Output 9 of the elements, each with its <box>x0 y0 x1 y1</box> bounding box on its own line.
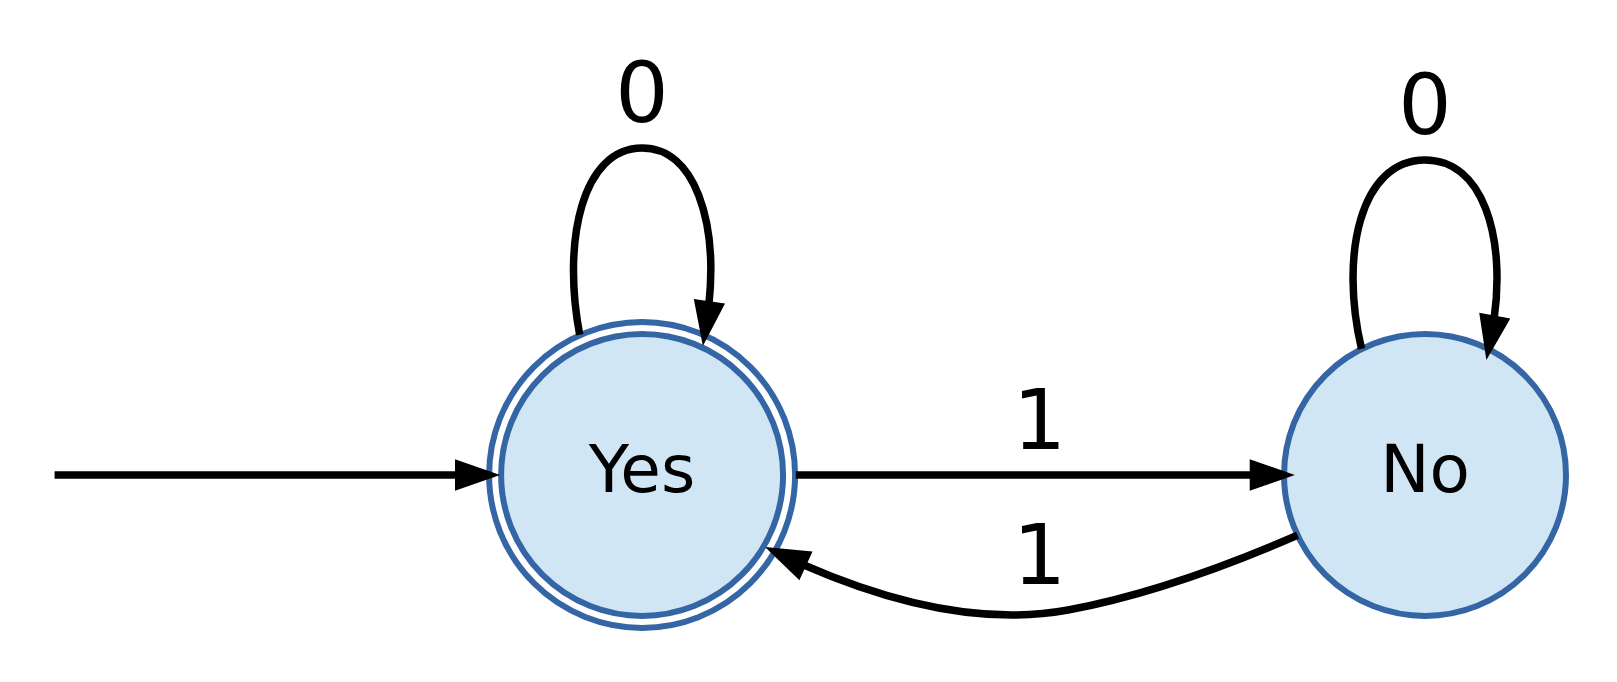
arrow <box>569 143 725 346</box>
arrow <box>764 531 1299 618</box>
edge-label: 1 <box>1012 370 1066 469</box>
edge-label: 0 <box>1397 55 1452 154</box>
node-circle: No <box>1280 330 1569 619</box>
edge-label: 0 <box>614 43 669 142</box>
node-circle: Yes <box>485 318 798 631</box>
edge-label: 1 <box>1012 505 1066 604</box>
arrow <box>1348 155 1510 360</box>
